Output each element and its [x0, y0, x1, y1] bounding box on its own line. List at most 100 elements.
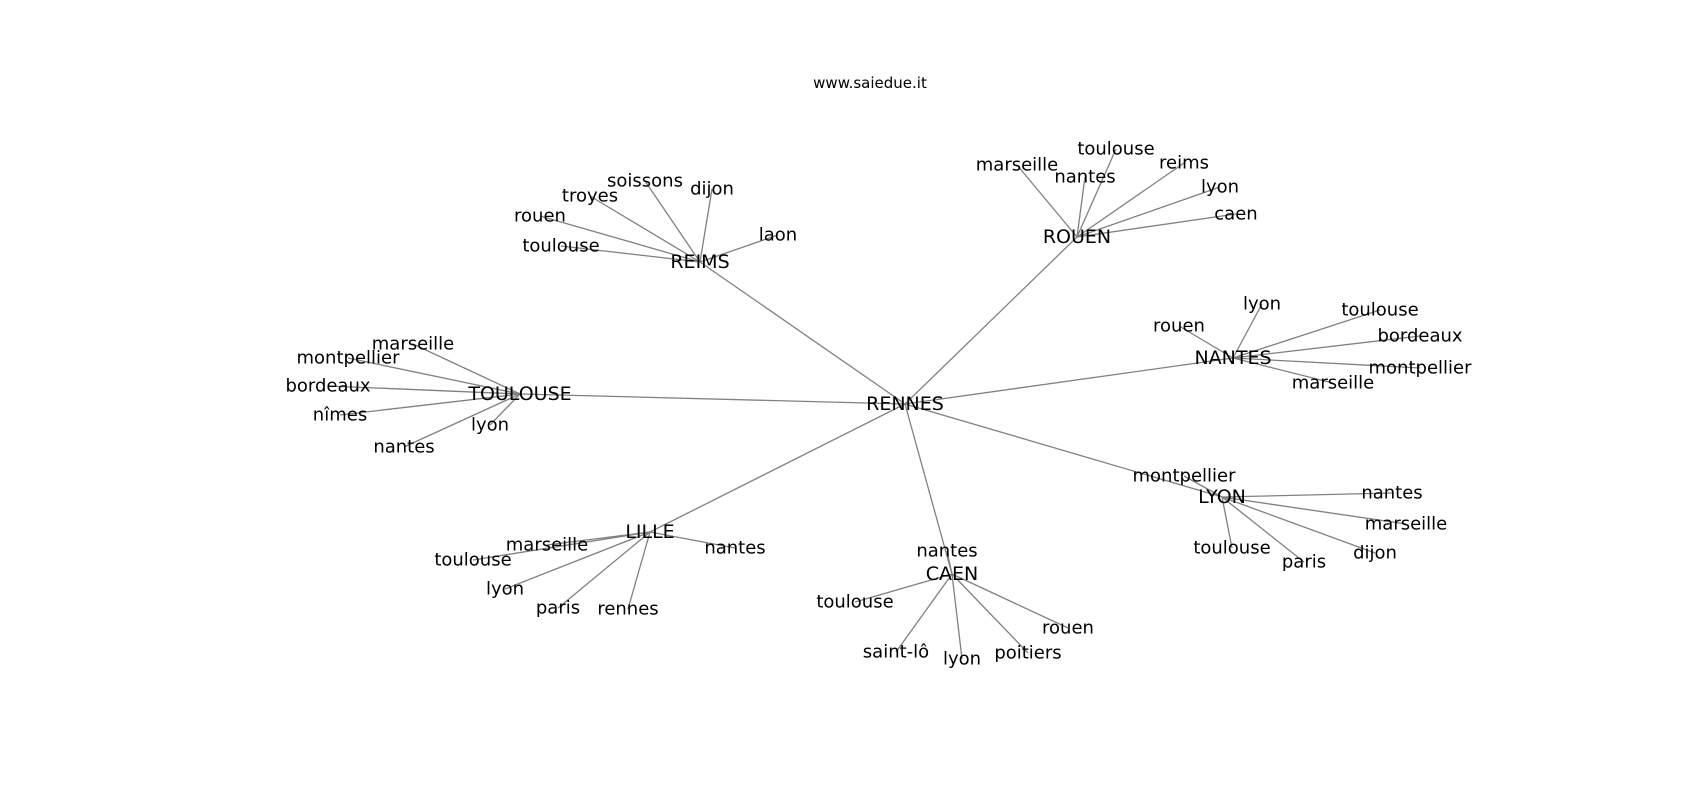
leaf-node-label: laon: [759, 225, 797, 246]
edge-lyon-leaf: [1183, 475, 1223, 498]
edge-rouen-leaf: [1076, 213, 1237, 238]
edge-nantes-leaf: [1232, 357, 1334, 384]
leaf-node-label: poitiers: [994, 643, 1061, 664]
leaf-node-label: toulouse: [522, 236, 599, 257]
edge-lyon-leaf: [1221, 496, 1305, 563]
leaf-node-label: troyes: [562, 186, 618, 207]
leaf-node-label: montpellier: [1133, 466, 1237, 487]
edge-root-reims: [699, 261, 906, 405]
edge-rouen-leaf: [1076, 186, 1221, 238]
leaf-node-label: lyon: [943, 649, 981, 670]
leaf-node-label: toulouse: [1341, 300, 1418, 321]
edge-nantes-leaf: [1232, 303, 1263, 359]
leaf-node-label: rouen: [1042, 618, 1094, 639]
edge-nantes-leaf: [1178, 325, 1234, 359]
leaf-node-label: marseille: [1365, 514, 1448, 535]
leaf-node-label: bordeaux: [1377, 326, 1462, 347]
edge-lyon-leaf: [1221, 496, 1407, 525]
edge-reims-leaf: [539, 215, 701, 263]
leaf-node-label: paris: [1282, 552, 1326, 573]
edge-nantes-leaf: [1232, 335, 1421, 359]
edge-toulouse-leaf: [403, 393, 521, 448]
edge-root-lille: [649, 403, 906, 533]
edges-layer: [327, 148, 1421, 660]
edge-reims-leaf: [699, 188, 713, 263]
hub-node-label: LYON: [1198, 486, 1246, 508]
root-node-label: RENNES: [866, 393, 944, 415]
hub-node-label: CAEN: [926, 563, 978, 585]
leaf-node-label: bordeaux: [285, 376, 370, 397]
edge-toulouse-leaf: [327, 385, 521, 395]
leaf-node-label: marseille: [976, 155, 1059, 176]
leaf-node-label: rennes: [597, 599, 658, 620]
graph-title: www.saiedue.it: [813, 74, 927, 92]
leaf-node-label: lyon: [471, 415, 509, 436]
edge-root-toulouse: [519, 393, 906, 405]
leaf-node-label: marseille: [372, 334, 455, 355]
leaf-node-label: caen: [1214, 204, 1257, 225]
leaf-node-label: nîmes: [313, 405, 367, 426]
leaf-node-label: marseille: [1292, 373, 1375, 394]
edge-toulouse-leaf: [347, 357, 521, 395]
leaf-node-label: lyon: [1243, 294, 1281, 315]
edge-nantes-leaf: [1232, 309, 1381, 359]
edge-caen-leaf: [854, 573, 953, 603]
leaf-node-label: rouen: [1153, 316, 1205, 337]
leaf-node-label: montpellier: [297, 348, 401, 369]
leaf-node-label: reims: [1159, 153, 1209, 174]
edge-lille-leaf: [504, 531, 651, 590]
leaf-node-label: dijon: [1353, 543, 1397, 564]
leaf-node-label: nantes: [1361, 483, 1422, 504]
leaf-node-label: nantes: [373, 437, 434, 458]
hub-node-label: REIMS: [670, 251, 729, 273]
edge-lyon-leaf: [1221, 496, 1233, 549]
edge-rouen-leaf: [1016, 164, 1078, 238]
edge-rouen-leaf: [1076, 162, 1185, 238]
leaf-node-label: rouen: [514, 206, 566, 227]
edge-reims-leaf: [589, 195, 701, 263]
hub-node-label: LILLE: [625, 521, 674, 543]
leaf-node-label: nantes: [704, 538, 765, 559]
edge-caen-leaf: [946, 550, 953, 575]
leaf-node-label: toulouse: [1193, 538, 1270, 559]
leaf-node-label: soissons: [607, 171, 683, 192]
edge-root-nantes: [904, 357, 1234, 405]
leaf-node-label: nantes: [916, 541, 977, 562]
edge-caen-leaf: [951, 573, 963, 660]
edge-nantes-leaf: [1232, 357, 1421, 369]
edge-caen-leaf: [951, 573, 1029, 654]
leaf-node-label: paris: [536, 598, 580, 619]
leaf-node-label: marseille: [506, 535, 589, 556]
leaf-node-label: nantes: [1054, 167, 1115, 188]
leaf-node-label: lyon: [1201, 177, 1239, 198]
edge-rouen-leaf: [1076, 176, 1086, 238]
edge-lille-leaf: [557, 531, 651, 609]
edge-lille-leaf: [472, 531, 651, 561]
edge-reims-leaf: [699, 234, 779, 263]
edge-root-caen: [904, 403, 953, 575]
edge-lille-leaf: [649, 531, 736, 549]
edge-reims-leaf: [644, 180, 701, 263]
edge-root-lyon: [904, 403, 1223, 498]
leaf-node-label: dijon: [690, 179, 734, 200]
edge-caen-leaf: [895, 573, 953, 653]
edge-toulouse-leaf: [489, 393, 521, 426]
edge-caen-leaf: [951, 573, 1069, 629]
edge-toulouse-leaf: [339, 393, 521, 416]
edge-toulouse-leaf: [412, 343, 521, 395]
leaf-node-label: montpellier: [1369, 358, 1473, 379]
leaf-node-label: saint-lô: [863, 642, 929, 663]
leaf-node-label: toulouse: [1077, 139, 1154, 160]
hub-node-label: TOULOUSE: [467, 383, 571, 405]
edge-lyon-leaf: [1221, 492, 1393, 498]
edge-root-rouen: [904, 236, 1078, 405]
leaf-node-label: toulouse: [434, 550, 511, 571]
edge-lyon-leaf: [1221, 496, 1376, 554]
edge-lille-leaf: [627, 531, 651, 610]
leaf-node-label: toulouse: [816, 592, 893, 613]
edge-rouen-leaf: [1076, 148, 1117, 238]
hub-node-label: ROUEN: [1043, 226, 1111, 248]
leaf-node-label: lyon: [486, 579, 524, 600]
